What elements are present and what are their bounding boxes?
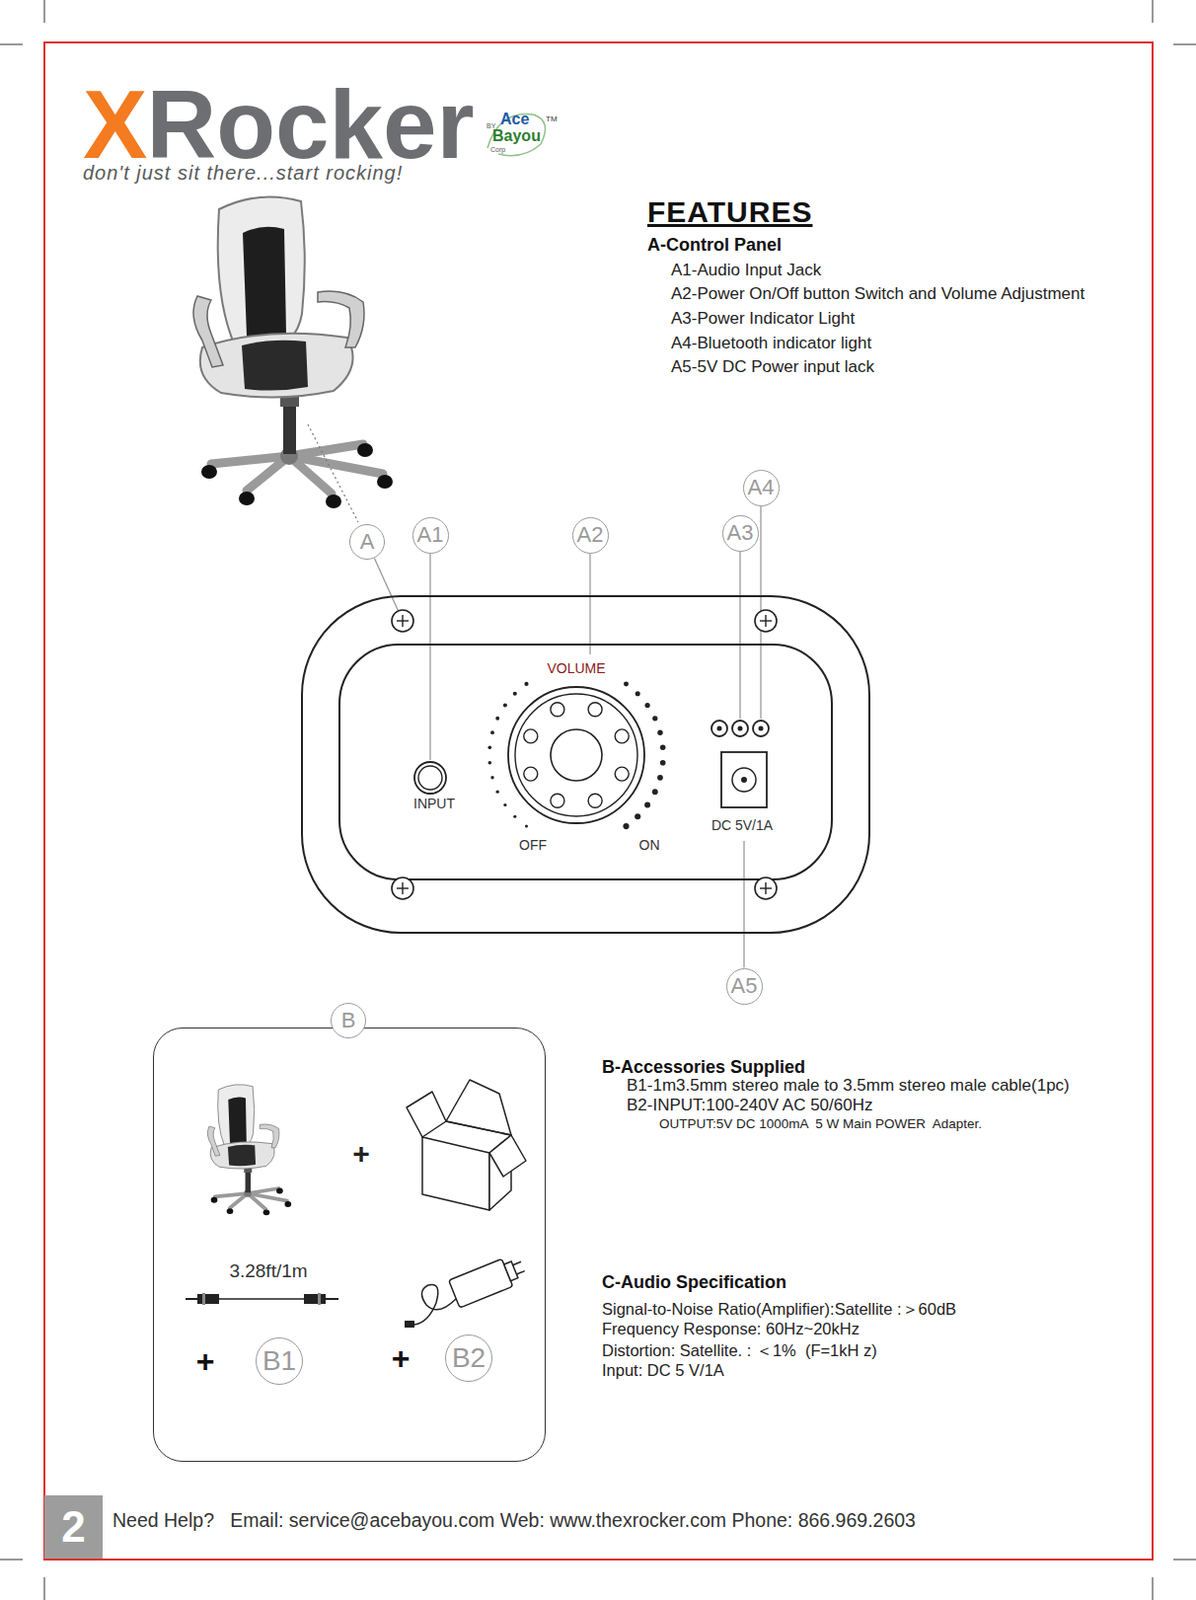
callout-text: B1 — [262, 1346, 297, 1375]
subsection-heading: A-Control Panel — [647, 234, 782, 256]
footer-help: Need Help? Email: service@acebayou.com W… — [112, 1508, 916, 1531]
accessory-item: B2-INPUT:100-240V AC 50/60Hz — [626, 1095, 873, 1116]
callout-number: B2 — [445, 1334, 493, 1382]
section-title: FEATURES — [647, 195, 813, 230]
callout-text: B — [341, 1009, 357, 1032]
feature-item: A3-Power Indicator Light — [671, 308, 855, 329]
feature-item: A2-Power On/Off button Switch and Volume… — [671, 284, 1085, 304]
logo-letter: X — [82, 75, 148, 173]
logo-small-text: Ace — [500, 110, 529, 129]
callout-number: A2 — [572, 517, 609, 554]
leader-line — [739, 551, 741, 597]
control-panel-outline — [300, 595, 871, 934]
feature-item: A4-Bluetooth indicator light — [671, 333, 872, 354]
spec-item: Input: DC 5 V/1A — [601, 1360, 725, 1380]
spec-item: Frequency Response: 60Hz~20kHz — [601, 1319, 860, 1339]
callout-text: A2 — [577, 523, 604, 546]
page-number-box-text: 2 — [61, 1504, 85, 1549]
accessory-item: OUTPUT:5V DC 1000mA 5 W Main POWER Adapt… — [659, 1116, 982, 1132]
control-panel: VOLUME INPUT OFF ON DC 5V/1A — [300, 595, 871, 934]
callout-text: B2 — [451, 1344, 486, 1372]
callout-text: A — [360, 530, 375, 553]
callout-number: A — [349, 523, 385, 560]
feature-item: A1-Audio Input Jack — [671, 260, 822, 281]
control-panel-text: OFF — [519, 837, 547, 852]
spec-item: Distortion: Satellite. : ＜1% (F=1kH z) — [601, 1341, 878, 1360]
accessories-box-text: 3.28ft/1m — [228, 1261, 307, 1280]
callout-number: A3 — [722, 515, 759, 552]
leader-line — [743, 933, 745, 969]
callout-number: B1 — [255, 1337, 303, 1385]
accessories-box-text: + — [196, 1345, 216, 1377]
callout-number: A1 — [412, 517, 449, 554]
control-panel-text: VOLUME — [546, 661, 605, 675]
callout-number: A5 — [726, 968, 763, 1005]
feature-item: A5-5V DC Power input lack — [671, 357, 875, 377]
callout-number: A4 — [743, 469, 780, 507]
accessories-box: +3.28ft/1m + + B1 B2 — [152, 1027, 546, 1462]
logo-word: Rocker — [146, 75, 474, 173]
control-panel-text: INPUT — [413, 796, 455, 811]
callout-text: A3 — [727, 522, 754, 544]
control-panel-text: ON — [639, 837, 661, 852]
leader-line — [589, 553, 591, 597]
page-number-box: 2 — [44, 1495, 103, 1559]
logo-small-text: Bayou — [492, 127, 541, 146]
logo-small-text: Corp — [490, 146, 506, 154]
callout-text: A4 — [747, 476, 775, 499]
callout-text: A1 — [417, 523, 445, 546]
accessories-box-text: + — [352, 1138, 371, 1169]
tagline: don't just sit there...start rocking! — [82, 161, 403, 185]
callout-text: A5 — [731, 974, 758, 997]
callout-number: B — [330, 1002, 367, 1039]
spec-item: Signal-to-Noise Ratio(Amplifier):Satelli… — [601, 1299, 957, 1319]
accessory-item: B1-1m3.5mm stereo male to 3.5mm stereo m… — [626, 1075, 1070, 1096]
control-panel-text: DC 5V/1A — [711, 818, 773, 832]
leader-line — [429, 553, 431, 597]
subsection-heading: B-Accessories Supplied — [601, 1056, 806, 1078]
trademark: TM — [545, 114, 558, 124]
accessories-box-text: + — [391, 1342, 411, 1374]
leader-line — [373, 557, 398, 610]
subsection-heading: C-Audio Specification — [601, 1271, 787, 1293]
leader-line — [759, 506, 761, 597]
